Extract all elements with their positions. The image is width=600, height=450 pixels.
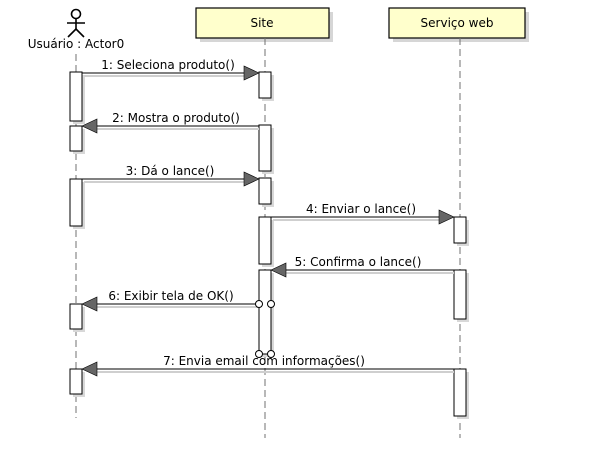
actor-icon: [67, 8, 85, 38]
message-6: 6: Exibir tela de OK(): [81, 289, 258, 312]
message-7: 7: Envia email com informações(): [81, 354, 454, 377]
connector-circles: [255, 300, 275, 358]
actor-activations: [69, 71, 85, 397]
message-5: 5: Confirma o lance(): [270, 255, 454, 278]
actor-label: Usuário : Actor0: [28, 37, 125, 51]
site-activations: [258, 71, 274, 357]
web-activations: [453, 216, 469, 419]
message-3: 3: Dá o lance(): [82, 164, 260, 187]
message-2-label: 2: Mostra o produto(): [112, 111, 240, 125]
message-7-label: 7: Envia email com informações(): [163, 354, 365, 368]
message-1: 1: Seleciona produto(): [82, 58, 260, 81]
message-6-label: 6: Exibir tela de OK(): [108, 289, 233, 303]
lifeline-web-label: Serviço web: [421, 16, 494, 30]
message-4-label: 4: Enviar o lance(): [306, 202, 416, 216]
lifeline-site-label: Site: [250, 16, 273, 30]
lifeline-web-header: [388, 7, 526, 39]
message-1-label: 1: Seleciona produto(): [101, 58, 235, 72]
message-3-label: 3: Dá o lance(): [126, 164, 215, 178]
message-4: 4: Enviar o lance(): [271, 202, 455, 225]
message-5-label: 5: Confirma o lance(): [295, 255, 422, 269]
lifeline-site-header: [195, 7, 330, 39]
message-2: 2: Mostra o produto(): [81, 111, 259, 134]
